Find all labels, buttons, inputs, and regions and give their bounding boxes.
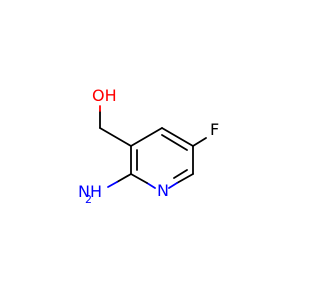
amine-nitrogen-label: NH [78,182,102,201]
amine-subscript: 2 [85,193,92,206]
bond-c4-c5 [161,127,194,147]
bond-c2-n [116,173,132,183]
molecule-structure: OH F N NH 2 [78,86,219,206]
bond-c3-c4 [130,127,163,147]
bond-c2-n-blue [107,181,118,188]
bond-c4-c5-inner [161,134,188,151]
bond-c6-n1-inner [173,169,188,179]
structure-canvas: OH F N NH 2 [78,86,220,206]
bond-n1-c2 [130,173,148,184]
bond-c3-ch2 [99,127,132,147]
fluorine-label: F [210,120,219,139]
oxygen-label: OH [92,86,117,105]
bond-c5-f [192,137,207,147]
bond-c6-n1-blue [168,182,178,189]
ring-nitrogen-label: N [157,181,169,200]
bond-n1-c2-blue [146,182,156,189]
bond-c6-n1 [176,173,194,184]
